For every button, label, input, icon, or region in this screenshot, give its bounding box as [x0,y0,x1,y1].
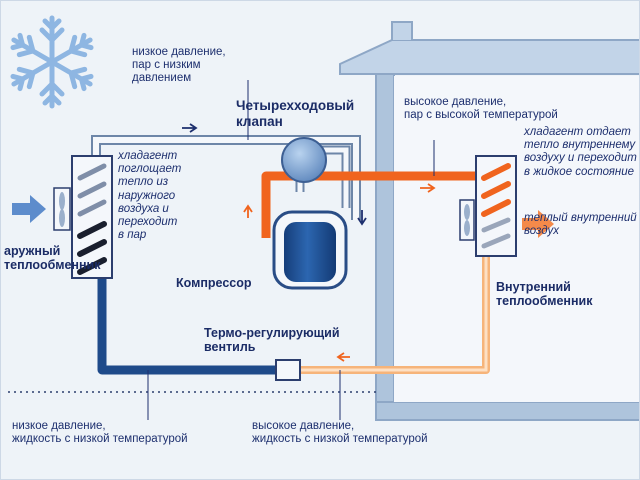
four-way-valve-icon [281,137,327,183]
bottom-low-pressure-label: низкое давление, жидкость с низкой темпе… [12,420,188,446]
arrow-icon [12,195,554,238]
indoor-refrigerant-note: хладагент отдает тепло внутреннему возду… [524,126,637,178]
outdoor-refrigerant-note: хладагент поглощает тепло из наружного в… [118,150,182,242]
top-high-pressure-label: высокое давление, пар с высокой температ… [404,96,558,122]
outdoor-heat-exchanger-icon [53,155,113,279]
top-low-pressure-label: низкое давление, пар с низким давлением [132,46,226,85]
indoor-heat-exchanger-icon [459,155,517,257]
house-floor [375,401,640,421]
hot-vapour-line [261,171,476,238]
outdoor-heat-exchanger-label: аружный теплообменник [4,244,101,273]
indoor-heat-exchanger-label: Внутренний теплообменник [496,280,593,309]
four-way-valve-label: Четырехходовый клапан [236,98,355,129]
cold-liquid-line [97,274,276,375]
bottom-high-pressure-label: высокое давление, жидкость с низкой темп… [252,420,428,446]
warm-air-note: теплый внутренний воздух [524,212,637,238]
snowflake-icon [9,15,95,106]
compressor-label: Компрессор [176,276,252,290]
compressor-icon [272,210,348,290]
expansion-valve-label: Термо-регулирующий вентиль [204,326,340,355]
expansion-valve-icon [275,359,301,381]
